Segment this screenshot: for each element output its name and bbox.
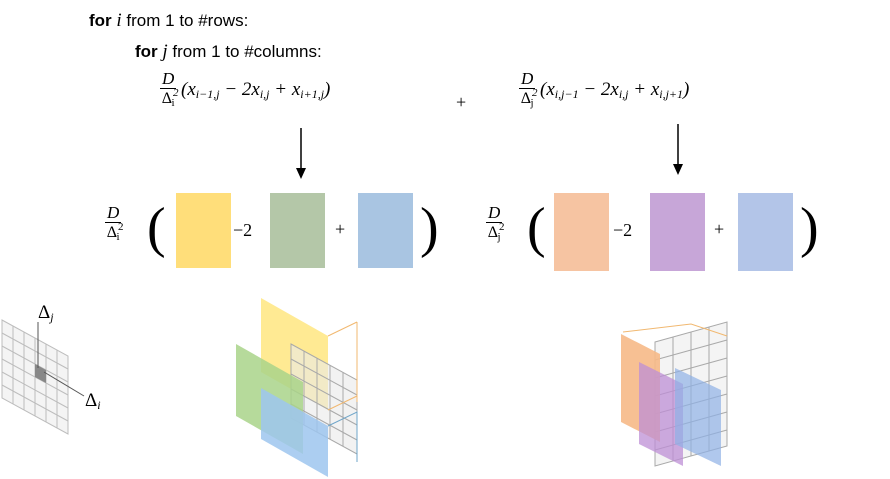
- delta-i-label: Δi: [85, 390, 101, 412]
- left-close-paren: ): [420, 197, 439, 259]
- left-term-body: (xi−1,j − 2xi,j + xi+1,j): [181, 78, 331, 101]
- row-stencil-3d-illustration: [236, 298, 358, 477]
- right-term-body: (xi,j−1 − 2xi,j + xi,j+1): [540, 78, 690, 101]
- fraction-numerator: D: [521, 69, 534, 88]
- inner-loop-range: from 1 to #columns:: [172, 42, 322, 61]
- plus-label: +: [714, 219, 725, 239]
- right-fraction: D Δ2j: [519, 69, 538, 110]
- grid-diagram: [1, 319, 85, 435]
- for-keyword: for: [89, 11, 112, 30]
- left-stencil-fraction: D Δ2i: [105, 203, 124, 243]
- inner-loop-line: for j from 1 to #columns:: [135, 41, 322, 63]
- equation-plus: +: [456, 92, 467, 112]
- equation-right-term: D Δ2j (xi,j−1 − 2xi,j + xi,j+1): [519, 70, 689, 110]
- right-stencil-fraction: D Δ2j: [486, 203, 505, 243]
- stencil-box-i-minus-1: [176, 193, 231, 268]
- outer-loop-range: from 1 to #rows:: [126, 11, 249, 30]
- grid-cell-highlight: [35, 364, 46, 383]
- plus-label: +: [335, 219, 346, 239]
- stencil-box-i-plus-1: [358, 193, 413, 268]
- fraction-denominator: Δ2i: [161, 87, 179, 109]
- fraction-numerator: D: [162, 69, 175, 88]
- minus-two-label: −2: [613, 220, 633, 240]
- stencil-box-center-right: [650, 193, 705, 271]
- left-open-paren: (: [147, 197, 166, 259]
- minus-two-label: −2: [233, 220, 253, 240]
- loop-variable-j: j: [162, 41, 168, 62]
- stencil-box-j-plus-1: [738, 193, 793, 271]
- down-arrow-icon: [673, 124, 683, 175]
- right-close-paren: ): [800, 197, 819, 259]
- delta-j-label: Δj: [38, 302, 54, 324]
- loop-variable-i: i: [116, 10, 122, 31]
- left-fraction: D Δ2i: [160, 69, 179, 110]
- outer-loop-line: for i from 1 to #rows:: [89, 10, 248, 32]
- down-arrow-icon: [296, 128, 306, 179]
- equation-left-term: D Δ2i (xi−1,j − 2xi,j + xi+1,j): [160, 70, 330, 110]
- stencil-box-j-minus-1: [554, 193, 609, 271]
- column-stencil-3d-illustration: [621, 321, 728, 467]
- for-keyword: for: [135, 42, 158, 61]
- right-open-paren: (: [527, 197, 546, 259]
- stencil-box-center-left: [270, 193, 325, 268]
- fraction-denominator: Δ2j: [520, 87, 538, 109]
